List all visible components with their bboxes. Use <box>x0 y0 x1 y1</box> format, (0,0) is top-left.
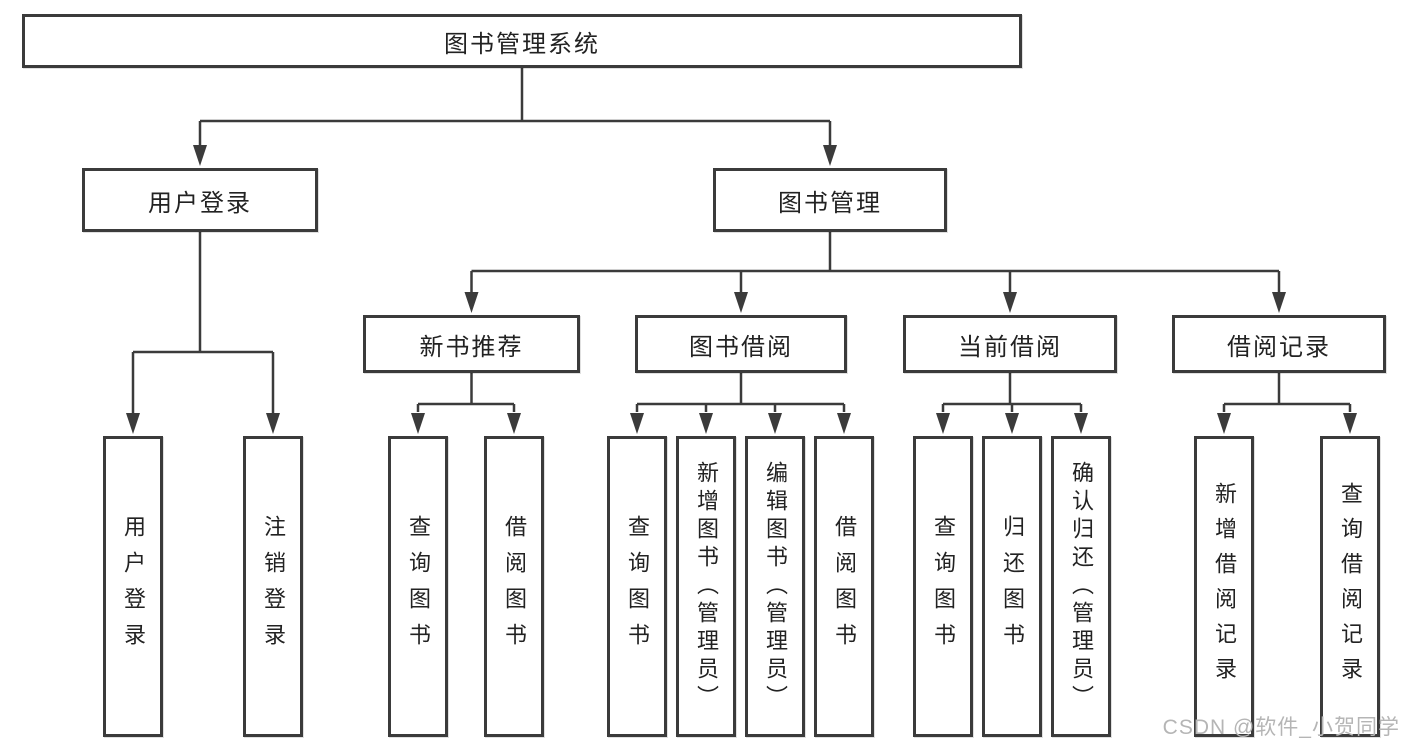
node-user-login: 用户登录 <box>82 168 318 232</box>
leaf-user-login: 用户登录 <box>103 436 163 737</box>
node-library-management-system: 图书管理系统 <box>22 14 1022 68</box>
leaf-label: 新增图书（管理员） <box>694 460 719 713</box>
leaf-label: 注销登录 <box>261 514 286 659</box>
node-current-borrowing: 当前借阅 <box>903 315 1117 373</box>
node-label: 当前借阅 <box>958 333 1062 361</box>
leaf-query-books-borrow: 查询图书 <box>607 436 667 737</box>
leaf-return-books: 归还图书 <box>982 436 1042 737</box>
leaf-borrow-books: 借阅图书 <box>814 436 874 737</box>
node-borrowing-records: 借阅记录 <box>1172 315 1386 373</box>
leaf-borrow-books-recommend: 借阅图书 <box>484 436 544 737</box>
leaf-edit-book-admin: 编辑图书（管理员） <box>745 436 805 737</box>
connector-leaf-branches <box>416 373 1352 412</box>
node-label: 用户登录 <box>148 189 252 217</box>
leaf-label: 归还图书 <box>1000 514 1025 659</box>
node-label: 图书借阅 <box>689 333 793 361</box>
leaf-logout: 注销登录 <box>243 436 303 737</box>
leaf-label: 借阅图书 <box>832 514 857 659</box>
node-book-borrowing: 图书借阅 <box>635 315 847 373</box>
leaf-query-books-current: 查询图书 <box>913 436 973 737</box>
connector-user-login-branch <box>131 232 275 413</box>
leaf-label: 查询图书 <box>625 514 650 659</box>
leaf-label: 确认归还（管理员） <box>1069 460 1094 713</box>
node-book-management: 图书管理 <box>713 168 947 232</box>
connector-root-branch <box>198 68 832 145</box>
node-label: 图书管理 <box>778 189 882 217</box>
leaf-label: 新增借阅记录 <box>1212 481 1237 692</box>
leaf-confirm-return-admin: 确认归还（管理员） <box>1051 436 1111 737</box>
csdn-watermark: CSDN @软件_小贺同学 <box>1162 716 1400 739</box>
leaf-label: 查询借阅记录 <box>1338 481 1363 692</box>
leaf-label: 编辑图书（管理员） <box>763 460 788 713</box>
node-label: 新书推荐 <box>419 333 524 361</box>
leaf-query-books-recommend: 查询图书 <box>388 436 448 737</box>
leaf-label: 借阅图书 <box>502 514 527 659</box>
connector-book-management-branch <box>470 232 1281 292</box>
leaf-label: 查询图书 <box>406 514 431 659</box>
leaf-add-book-admin: 新增图书（管理员） <box>676 436 736 737</box>
node-label: 借阅记录 <box>1227 333 1331 361</box>
node-new-book-recommendation: 新书推荐 <box>363 315 580 373</box>
node-label: 图书管理系统 <box>444 30 600 58</box>
leaf-add-borrow-record: 新增借阅记录 <box>1194 436 1254 737</box>
leaf-label: 查询图书 <box>931 514 956 659</box>
leaf-query-borrow-record: 查询借阅记录 <box>1320 436 1380 737</box>
leaf-label: 用户登录 <box>121 514 146 659</box>
